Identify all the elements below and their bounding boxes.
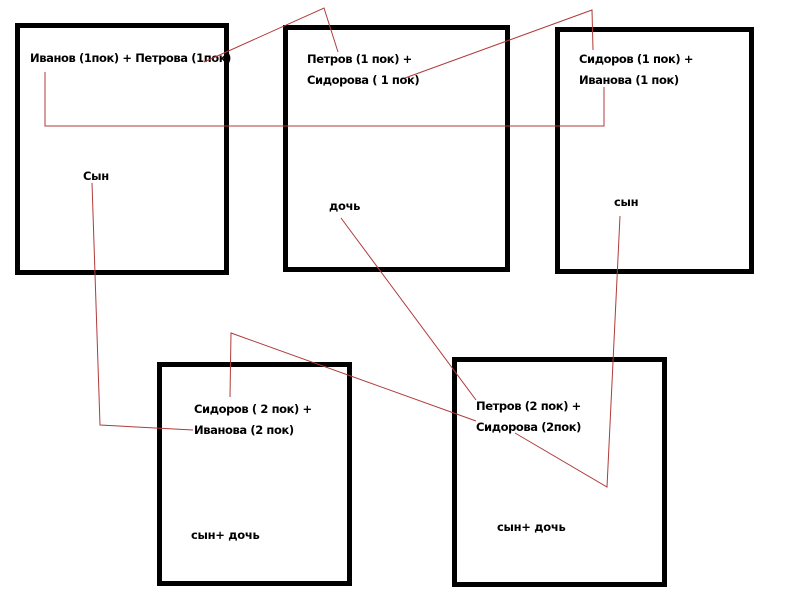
couple-line: Сидорова (2пок) xyxy=(476,420,582,434)
children-label-family-4: сын+ дочь xyxy=(191,528,260,542)
couple-label-family-3: Сидоров (1 пок) + Иванова (1 пок) xyxy=(579,49,694,91)
children-label-family-1: Сын xyxy=(83,169,109,183)
couple-line: Иванова (1 пок) xyxy=(579,73,679,87)
family-box-sidorov-ivanova-gen1 xyxy=(555,27,754,274)
couple-line: Сидоров ( 2 пок) + xyxy=(194,402,312,416)
couple-line: Петров (2 пок) + xyxy=(476,399,581,413)
children-label-family-3: сын xyxy=(614,195,639,209)
couple-label-family-4: Сидоров ( 2 пок) + Иванова (2 пок) xyxy=(194,399,312,441)
couple-label-family-1: Иванов (1пок) + Петрова (1пок) xyxy=(30,48,231,69)
couple-line: Иванов (1пок) + Петрова (1пок) xyxy=(30,51,232,65)
couple-line: Сидоров (1 пок) + xyxy=(579,52,694,66)
couple-line: Сидорова ( 1 пок) xyxy=(307,73,420,87)
couple-line: Иванова (2 пок) xyxy=(194,423,294,437)
couple-line: Петров (1 пок) + xyxy=(307,52,412,66)
family-box-petrov-sidorova-gen2 xyxy=(452,357,667,587)
children-label-family-5: сын+ дочь xyxy=(497,520,566,534)
couple-label-family-2: Петров (1 пок) + Сидорова ( 1 пок) xyxy=(307,49,420,91)
couple-label-family-5: Петров (2 пок) + Сидорова (2пок) xyxy=(476,396,581,438)
children-label-family-2: дочь xyxy=(329,199,361,213)
family-box-sidorov-ivanova-gen2 xyxy=(157,362,352,586)
